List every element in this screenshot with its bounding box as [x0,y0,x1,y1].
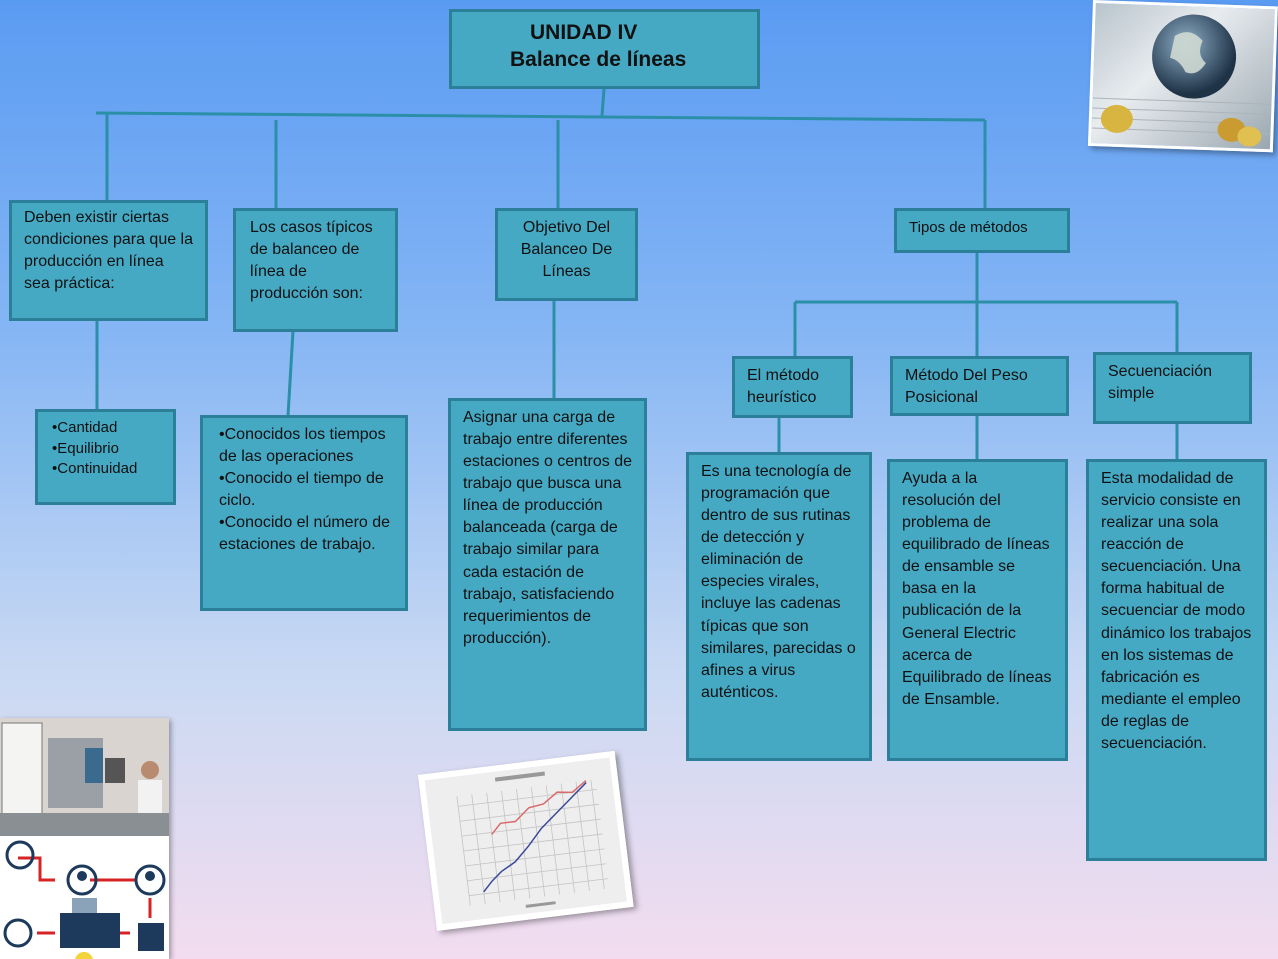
simple-sequencing-text: Esta modalidad de servicio consiste en r… [1101,470,1252,752]
typical-cases-list-box: Conocidos los tiempos de las operaciones… [200,415,408,611]
list-item: Cantidad [52,418,163,439]
methods-heading: Tipos de métodos [909,219,1028,236]
conditions-heading: Deben existir ciertas condiciones para q… [24,209,194,293]
conditions-list: Cantidad Equilibrio Continuidad [48,418,163,480]
title-line2: Balance de líneas [510,48,687,71]
heuristic-text: Es una tecnología de programación que de… [701,463,856,701]
line-balance-chart-photo [418,750,634,931]
typical-cases-list: Conocidos los tiempos de las operaciones… [215,424,393,556]
objective-text-box: Asignar una carga de trabajo entre difer… [448,398,647,731]
globe-coins-photo [1087,0,1278,153]
heuristic-heading: El método heurístico [747,367,820,407]
heuristic-heading-box: El método heurístico [732,356,853,418]
simple-sequencing-text-box: Esta modalidad de servicio consiste en r… [1086,459,1267,861]
list-item: Continuidad [52,459,163,480]
methods-heading-box: Tipos de métodos [894,208,1070,253]
simple-sequencing-heading: Secuenciación simple [1108,363,1213,403]
lab-workflow-photo [0,718,169,959]
objective-heading-box: Objetivo Del Balanceo De Líneas [495,208,638,301]
list-item: Conocidos los tiempos de las operaciones [219,424,393,468]
positional-weight-text: Ayuda a la resolución del problema de eq… [902,470,1052,708]
list-item: Conocido el número de estaciones de trab… [219,512,393,556]
objective-heading: Objetivo Del Balanceo De Líneas [520,219,613,281]
conditions-list-box: Cantidad Equilibrio Continuidad [35,409,176,505]
objective-text: Asignar una carga de trabajo entre difer… [463,409,632,647]
title-box: UNIDAD IV Balance de líneas [449,9,760,89]
simple-sequencing-heading-box: Secuenciación simple [1093,352,1252,424]
list-item: Conocido el tiempo de ciclo. [219,468,393,512]
positional-weight-heading-box: Método Del Peso Posicional [890,356,1069,416]
typical-cases-heading-box: Los casos típicos de balanceo de línea d… [233,208,398,332]
conditions-heading-box: Deben existir ciertas condiciones para q… [9,200,208,321]
list-item: Equilibrio [52,439,163,460]
positional-weight-heading: Método Del Peso Posicional [905,367,1028,407]
typical-cases-heading: Los casos típicos de balanceo de línea d… [250,219,373,303]
title-line1: UNIDAD IV [530,21,638,44]
positional-weight-text-box: Ayuda a la resolución del problema de eq… [887,459,1068,761]
heuristic-text-box: Es una tecnología de programación que de… [686,452,872,761]
